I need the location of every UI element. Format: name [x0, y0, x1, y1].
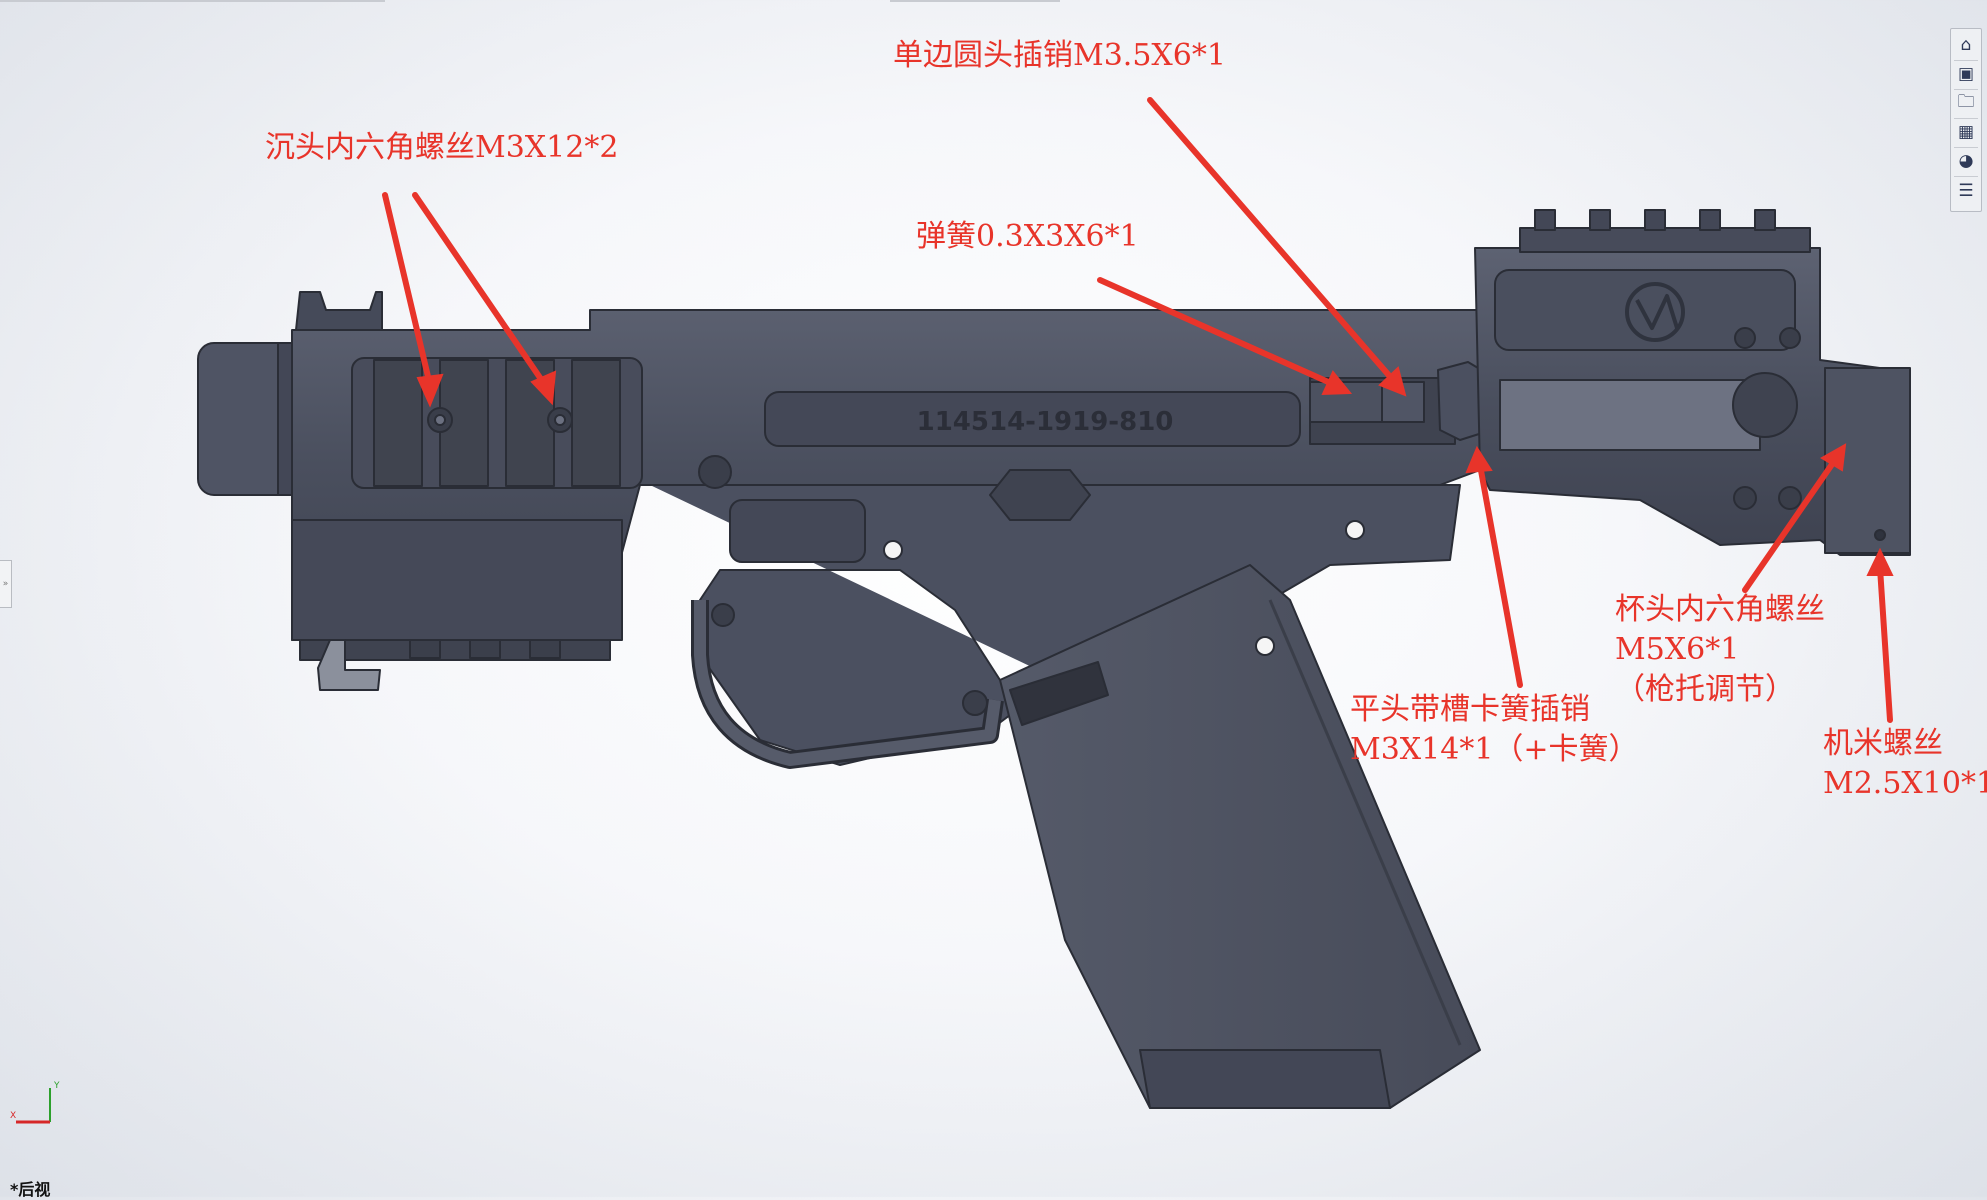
- callout-cup-screw-spec: M5X6*1: [1615, 632, 1740, 667]
- stock-screw-b: [1779, 327, 1801, 349]
- safety-pin: [962, 690, 988, 716]
- arrow-machine-screw: [1877, 565, 1893, 723]
- pivot-pin-rear: [1345, 520, 1365, 540]
- callout-slotted-pin-name: 平头带槽卡簧插销: [1350, 692, 1590, 727]
- arrowhead-countersunk-2: [530, 370, 557, 406]
- callout-spring-pin-name: 单边圆头插销: [893, 38, 1073, 73]
- under-rail: [299, 639, 611, 661]
- reference-triad: Y X: [10, 1081, 60, 1124]
- buffer-tube: [1499, 379, 1761, 451]
- rail-slot-1: [373, 359, 423, 487]
- annotation-arrows: [382, 97, 1894, 723]
- arrow-spring: [1097, 277, 1338, 388]
- appearances-icon[interactable]: ◕: [1958, 151, 1974, 171]
- view-palette-icon[interactable]: ▦: [1957, 122, 1975, 142]
- task-pane-separator: [1954, 60, 1978, 61]
- triad-x-label: X: [10, 1111, 16, 1121]
- arrowhead-spring-pin: [1378, 366, 1407, 397]
- callout-countersunk-screw-name: 沉头内六角螺丝: [265, 130, 475, 165]
- selector-cutout: [989, 469, 1091, 521]
- callout-machine-screw-spec: M2.5X10*1: [1823, 766, 1987, 801]
- callout-cup-screw-note: （枪托调节）: [1615, 672, 1795, 707]
- stock-rail-tooth-5: [1754, 209, 1776, 231]
- grip-backstrap: [1268, 599, 1462, 1046]
- pistol-grip[interactable]: [999, 564, 1481, 1109]
- arrowhead-machine-screw: [1866, 547, 1894, 576]
- arrowhead-countersunk-1: [416, 373, 444, 408]
- arrowhead-slotted-pin: [1465, 445, 1493, 474]
- stock-top-rail: [1519, 227, 1811, 253]
- grip-base: [1139, 1049, 1391, 1109]
- pivot-pin-mid: [883, 540, 903, 560]
- va-logo-icon: [1625, 282, 1685, 342]
- lower-front-body: [291, 519, 623, 641]
- callout-cup-screw: 杯头内六角螺丝 M5X6*1 （枪托调节）: [1615, 590, 1825, 710]
- view-orientation-label: *后视: [10, 1180, 51, 1199]
- arrow-countersunk-1: [382, 192, 433, 388]
- stock-adjust-knob[interactable]: [1732, 372, 1798, 438]
- callout-cup-screw-name: 杯头内六角螺丝: [1615, 592, 1825, 627]
- stock-rail-tooth-4: [1699, 209, 1721, 231]
- file-explorer-icon[interactable]: 🗀: [1957, 91, 1975, 112]
- stock-rail-tooth-3: [1644, 209, 1666, 231]
- callout-countersunk-screw: 沉头内六角螺丝M3X12*2: [265, 128, 618, 168]
- custom-properties-icon[interactable]: ☰: [1958, 181, 1974, 201]
- countersunk-screw-2-socket: [554, 414, 566, 426]
- task-pane-separator: [1954, 147, 1978, 148]
- task-pane-separator: [1954, 89, 1978, 90]
- task-pane-separator: [1954, 118, 1978, 119]
- machine-set-screw[interactable]: [1874, 529, 1886, 541]
- arrow-cup-screw: [1742, 457, 1838, 593]
- cup-head-screw[interactable]: [1733, 486, 1757, 510]
- stock-screw-a: [1734, 327, 1756, 349]
- magwell-release: [729, 499, 866, 563]
- ejection-window: [764, 391, 1301, 447]
- arrowhead-spring: [1321, 370, 1353, 396]
- task-pane-separator: [1954, 176, 1978, 177]
- va-logo-mark: [1635, 294, 1679, 330]
- stock-screw-c: [1778, 486, 1802, 510]
- trigger[interactable]: [1009, 661, 1109, 726]
- callout-slotted-pin-spec: M3X14*1（+卡簧）: [1350, 732, 1639, 767]
- callout-spring: 弹簧0.3X3X6*1: [916, 217, 1139, 257]
- under-rail-tooth-1: [409, 639, 441, 659]
- stock-logo-plate: [1494, 269, 1796, 351]
- arrow-countersunk-2: [412, 192, 548, 388]
- arrow-spring-pin: [1147, 97, 1396, 383]
- callout-slotted-pin: 平头带槽卡簧插销 M3X14*1（+卡簧）: [1350, 690, 1639, 770]
- trigger-guard-inner: [694, 600, 1001, 766]
- under-rail-tooth-2: [469, 639, 501, 659]
- under-rail-tooth-3: [529, 639, 561, 659]
- callout-machine-screw: 机米螺丝 M2.5X10*1: [1823, 724, 1987, 804]
- pivot-pin-front: [698, 455, 732, 489]
- callout-spring-pin: 单边圆头插销M3.5X6*1: [893, 36, 1226, 76]
- callout-spring-pin-spec: M3.5X6*1: [1073, 38, 1226, 73]
- stock-rail-tooth-1: [1534, 209, 1556, 231]
- triad-y-label: Y: [53, 1081, 60, 1091]
- callout-spring-name: 弹簧: [916, 219, 976, 254]
- arrowhead-cup-screw: [1820, 443, 1847, 472]
- callout-spring-spec: 0.3X3X6*1: [976, 219, 1139, 254]
- engraving-text: 114514-1919-810: [917, 407, 1174, 437]
- front-sight: [295, 291, 383, 331]
- rail-slot-4: [571, 359, 621, 487]
- home-icon[interactable]: ⌂: [1960, 35, 1972, 55]
- toolbar-edge-center: [890, 0, 1060, 2]
- stock-rail-tooth-2: [1589, 209, 1611, 231]
- sling-hook: [317, 639, 381, 691]
- feature-manager-collapse-tab[interactable]: »: [0, 560, 12, 608]
- gun-model[interactable]: 114514-1919-810: [197, 209, 1911, 1109]
- countersunk-screw-1-socket: [434, 414, 446, 426]
- task-pane: ⌂ ▣ 🗀 ▦ ◕ ☰: [1950, 28, 1982, 212]
- callout-countersunk-screw-spec: M3X12*2: [475, 130, 619, 165]
- callout-machine-screw-name: 机米螺丝: [1823, 726, 1943, 761]
- parts-3d-icon[interactable]: ▣: [1957, 64, 1975, 84]
- pivot-pin-guard: [711, 603, 735, 627]
- spring-pocket[interactable]: [1309, 381, 1386, 423]
- arrow-slotted-pin: [1477, 462, 1523, 688]
- grip-pin: [1255, 636, 1275, 656]
- toolbar-edge-left: [0, 0, 385, 2]
